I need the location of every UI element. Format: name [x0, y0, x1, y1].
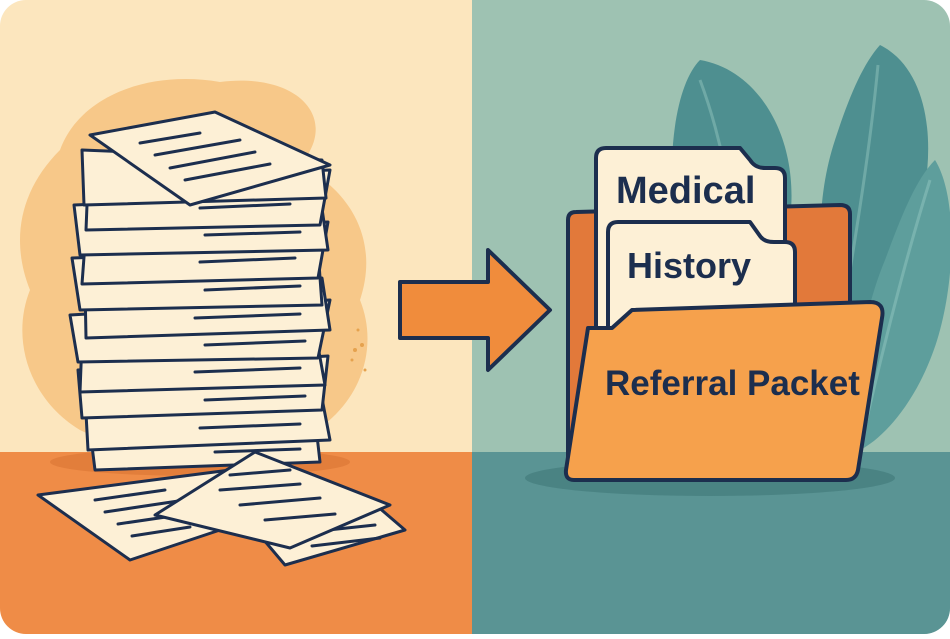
- tab-history-label: History: [627, 245, 751, 286]
- folder-label: Referral Packet: [605, 364, 860, 403]
- stack-text-lines: [138, 131, 307, 454]
- sparkle-dots: [350, 328, 367, 372]
- tab-history: History: [606, 220, 797, 332]
- loose-sheet: [153, 450, 392, 550]
- tab-medical-label: Medical: [616, 170, 755, 212]
- paper-stack-icon: [68, 110, 332, 472]
- folder-icon: Referral Packet: [563, 300, 885, 482]
- right-arrow-icon: [398, 248, 552, 372]
